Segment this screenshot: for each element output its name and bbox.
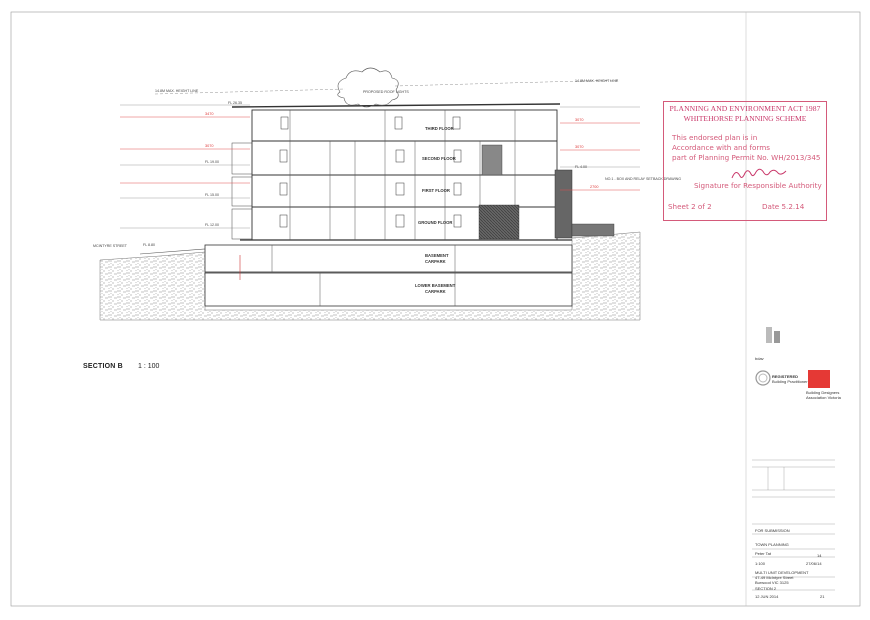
stamp-body-line: part of Planning Permit No. WH/2013/345 bbox=[672, 153, 821, 162]
level-tag: FL 26.35 bbox=[228, 101, 242, 105]
stamp-signature-label: Signature for Responsible Authority bbox=[694, 181, 822, 190]
floor-label: GROUND FLOOR bbox=[418, 220, 452, 225]
tb-sheet-no: 14 bbox=[817, 553, 822, 558]
lower-basement-carpark bbox=[204, 272, 573, 307]
dimension: 3070 bbox=[575, 118, 583, 122]
fence bbox=[571, 223, 615, 237]
roof-light-label: PROPOSED ROOF LIGHTS bbox=[363, 90, 409, 94]
height-line-label: 14.8M MAX. HEIGHT LINE bbox=[575, 79, 619, 83]
bdav-small-mark bbox=[766, 327, 780, 343]
tb-status: FOR SUBMISSION bbox=[755, 528, 790, 533]
lower-basement-label: CARPARK bbox=[425, 289, 446, 294]
tb-client: Peter Tat bbox=[755, 551, 771, 556]
floor-label: SECOND FLOOR bbox=[422, 156, 456, 161]
roof-line bbox=[231, 103, 561, 108]
tb-status: TOWN PLANNING bbox=[755, 542, 789, 547]
tb-project: Burwood VIC 3125 bbox=[755, 580, 789, 585]
stamp-body-line: This endorsed plan is in bbox=[672, 133, 758, 142]
street-label: MCINTYRE STREET bbox=[93, 244, 128, 248]
section-scale: 1 : 100 bbox=[138, 363, 160, 370]
bdav-logo bbox=[808, 370, 830, 388]
tb-date-val: 27/06/14 bbox=[806, 561, 822, 566]
tb-drawing-title: SECTION 2 bbox=[755, 586, 777, 591]
basement-label: BASEMENT bbox=[425, 253, 449, 258]
stamp-subheading: WHITEHORSE PLANNING SCHEME bbox=[683, 114, 807, 123]
floor-label: THIRD FLOOR bbox=[425, 126, 454, 131]
tb-date: 12 JUN 2014 bbox=[755, 594, 779, 599]
side-wall bbox=[554, 169, 573, 239]
tb-page-no: 21 bbox=[820, 594, 825, 599]
level-tag: FL 19.00 bbox=[205, 160, 219, 164]
dimension: 3070 bbox=[205, 144, 213, 148]
planning-stamp: PLANNING AND ENVIRONMENT ACT 1987 WHITEH… bbox=[663, 101, 827, 221]
stamp-body: This endorsed plan is in Accordance with… bbox=[672, 133, 826, 163]
height-line-label: 14.8M MAX. HEIGHT LINE bbox=[155, 89, 199, 93]
floor-label: FIRST FLOOR bbox=[422, 188, 450, 193]
level-tag: FL 8.80 bbox=[143, 243, 155, 247]
tb-bdav-sub: Building Designers Association Victoria bbox=[806, 390, 841, 400]
basement-carpark bbox=[204, 244, 573, 273]
level-tag: FL 12.00 bbox=[205, 223, 219, 227]
section-title: SECTION B bbox=[83, 363, 123, 370]
timber-cladding bbox=[478, 204, 520, 240]
sheet-border bbox=[10, 11, 861, 607]
dimension: 2700 bbox=[590, 185, 598, 189]
tb-project: MULTI UNIT DEVELOPMENT bbox=[755, 570, 809, 575]
tb-registered: REGISTERED bbox=[772, 374, 799, 379]
stamp-body-line: Accordance with and forms bbox=[672, 143, 770, 152]
tb-project: 47-49 McIntyre Street bbox=[755, 575, 794, 580]
dimension: 3470 bbox=[205, 112, 213, 116]
tb-registered-sub: Building Practitioner bbox=[772, 379, 808, 384]
stamp-heading: PLANNING AND ENVIRONMENT ACT 1987 bbox=[669, 104, 821, 113]
dimension: 3070 bbox=[575, 145, 583, 149]
registered-badge bbox=[755, 370, 771, 386]
stamp-date: Date 5.2.14 bbox=[762, 202, 805, 211]
tb-logo-text: bdav bbox=[755, 356, 764, 361]
lower-basement-label: LOWER BASEMENT bbox=[415, 283, 456, 288]
level-tag: FL 4.00 bbox=[575, 165, 587, 169]
roof-light-cloud bbox=[337, 67, 399, 108]
stamp-sheet: Sheet 2 of 2 bbox=[668, 202, 712, 211]
signature-icon bbox=[731, 168, 787, 179]
level-tag: FL 15.00 bbox=[205, 193, 219, 197]
basement-label: CARPARK bbox=[425, 259, 446, 264]
tb-scale: 1:100 bbox=[755, 561, 766, 566]
setback-note: NO.1 - BOX AND RELAY SETBACK DRAWING bbox=[605, 177, 681, 181]
